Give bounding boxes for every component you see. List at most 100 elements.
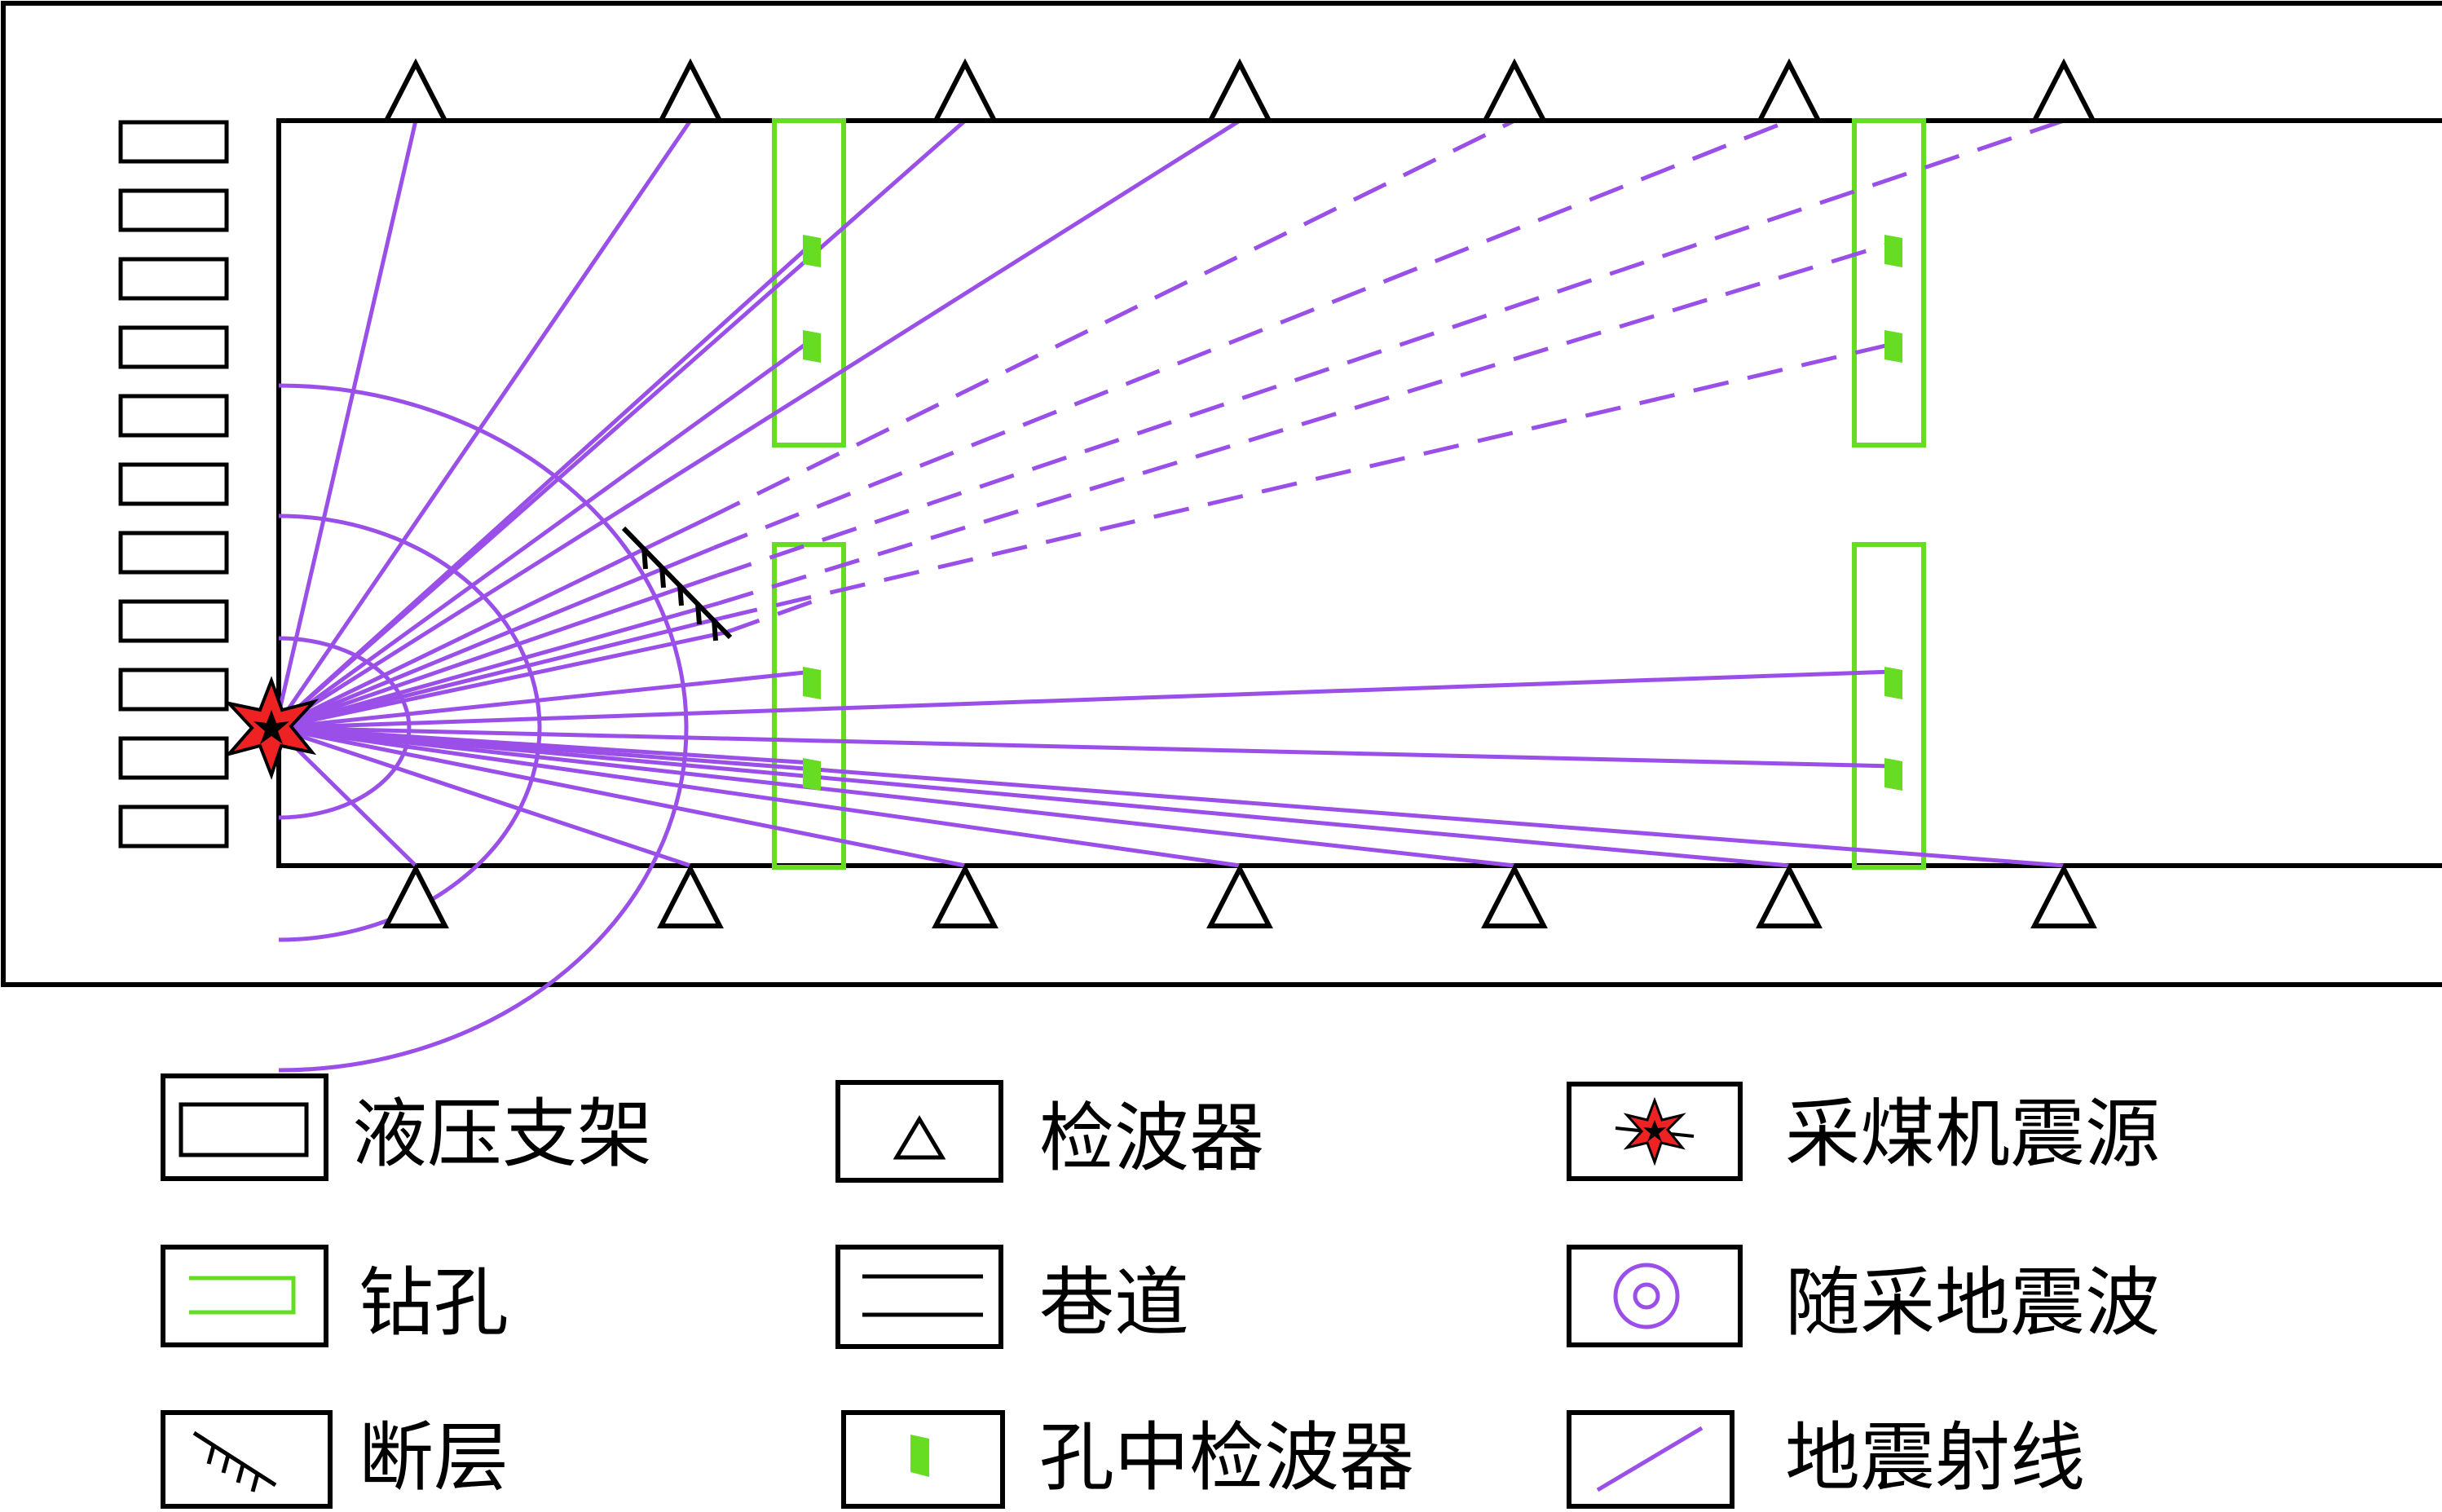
- geophone-bottom: [1756, 863, 1823, 928]
- hydraulic-support: [118, 462, 229, 506]
- seismic-ray: [274, 516, 709, 730]
- hydraulic-support: [118, 804, 229, 849]
- legend-box-hole-geophone: [841, 1410, 1005, 1509]
- wave-icon-outer: [1613, 1263, 1680, 1329]
- hydraulic-support: [118, 668, 229, 712]
- fault-icon: [192, 1430, 277, 1492]
- seismic-ray: [273, 119, 693, 730]
- seismic-ray: [275, 669, 1893, 730]
- borehole-geophone: [1884, 330, 1902, 363]
- geophone-icon: [893, 1115, 946, 1160]
- legend-wave-label: 随采地震波: [1785, 1259, 2160, 1347]
- seismic-ray: [275, 725, 1241, 868]
- hydraulic-support: [118, 325, 229, 369]
- boreholes: [772, 118, 1926, 870]
- seismic-ray: [275, 545, 715, 730]
- legend-borehole-label: 钻孔: [359, 1259, 509, 1347]
- seismic-ray: [275, 725, 966, 868]
- legend-box-borehole: [161, 1245, 328, 1347]
- seismic-ray: [275, 630, 726, 730]
- hydraulic-support: [118, 188, 229, 232]
- borehole-icon: [189, 1276, 296, 1315]
- borehole-geophones: [803, 235, 1902, 791]
- hydraulic-supports: [118, 120, 229, 849]
- outer-frame: [1, 1, 2442, 987]
- legend-box-fault: [161, 1410, 333, 1509]
- seismic-ray: [275, 669, 813, 730]
- geophone-top: [657, 58, 724, 123]
- ray-icon: [1596, 1426, 1704, 1492]
- borehole-geophone: [803, 235, 821, 267]
- legend-box-roadway: [835, 1245, 1003, 1349]
- geophone-top: [382, 58, 449, 123]
- wavefront-ring: [278, 636, 412, 820]
- wavefront-ring: [278, 383, 689, 1073]
- geophone-bottom: [657, 863, 724, 928]
- seismic-ray-dashed: [706, 118, 1516, 521]
- hole-geophone-icon: [910, 1435, 929, 1477]
- hydraulic-support: [118, 736, 229, 780]
- seismic-ray: [275, 573, 718, 730]
- seismic-ray: [275, 601, 720, 730]
- seismic-ray-dashed: [718, 240, 1893, 606]
- borehole-geophone: [1884, 667, 1902, 699]
- seismic-ray: [275, 615, 723, 730]
- borehole-geophone: [803, 758, 821, 791]
- seismic-ray: [274, 241, 814, 730]
- borehole-4: [1852, 542, 1926, 870]
- legend-box-wave: [1567, 1245, 1743, 1347]
- legend-box-support: [161, 1073, 328, 1181]
- legend-box-geophone: [835, 1080, 1003, 1183]
- geophone-top: [2030, 58, 2097, 123]
- geophone-bottom: [1481, 863, 1548, 928]
- shearer-source: [224, 676, 320, 780]
- source-icon: [1615, 1096, 1695, 1166]
- legend-geophone-label: 检波器: [1039, 1095, 1264, 1182]
- legend-box-ray: [1567, 1410, 1735, 1509]
- legend-fault-label: 断层: [359, 1414, 509, 1501]
- borehole-2: [772, 542, 846, 870]
- borehole-geophone: [1884, 758, 1902, 791]
- seismic-ray-dashed: [716, 118, 2065, 578]
- fault-symbol: [621, 526, 733, 641]
- geophone-bottom: [1206, 863, 1273, 928]
- seismic-ray-dashed: [713, 118, 1790, 550]
- hydraulic-support: [118, 120, 229, 164]
- support-icon: [179, 1102, 309, 1157]
- legend-source-label: 采煤机震源: [1785, 1091, 2160, 1178]
- legend-ray-label: 地震射线: [1785, 1414, 2085, 1501]
- seismic-ray: [275, 725, 1790, 868]
- seismic-ray: [275, 725, 813, 765]
- legend-roadway-label: 巷道: [1039, 1259, 1189, 1347]
- legend-hole-geophone-label: 孔中检波器: [1039, 1414, 1414, 1501]
- borehole-geophone: [1884, 235, 1902, 267]
- hydraulic-support: [118, 394, 229, 438]
- wave-icon-inner: [1633, 1282, 1660, 1310]
- legend-box-source: [1567, 1082, 1743, 1181]
- hydraulic-support: [118, 257, 229, 301]
- seismic-ray: [275, 725, 2065, 868]
- seismic-ray: [275, 725, 691, 868]
- geophone-bottom: [382, 863, 449, 928]
- geophone-top: [1481, 58, 1548, 123]
- legend-support-label: 液压支架: [352, 1091, 652, 1178]
- roadway-top: [276, 118, 2442, 868]
- borehole-geophone: [803, 330, 821, 363]
- geophone-bottom: [932, 863, 998, 928]
- seismic-ray-dashed: [725, 599, 813, 635]
- seismic-ray: [275, 725, 1893, 769]
- geophones: [382, 58, 2097, 928]
- seismic-rays: [273, 118, 2065, 868]
- borehole-geophone: [803, 667, 821, 699]
- geophone-bottom: [2030, 863, 2097, 928]
- seismic-ray: [275, 725, 1515, 868]
- legend: 液压支架 检波器 采煤机震源 钻孔 巷道 随采地震波: [161, 1073, 2160, 1509]
- seismic-ray: [274, 118, 1241, 730]
- seismic-ray: [273, 120, 418, 729]
- seismic-ray: [274, 337, 814, 730]
- borehole-3: [1852, 118, 1926, 447]
- borehole-1: [772, 118, 846, 447]
- hydraulic-support: [118, 599, 229, 643]
- geophone-top: [1756, 58, 1823, 123]
